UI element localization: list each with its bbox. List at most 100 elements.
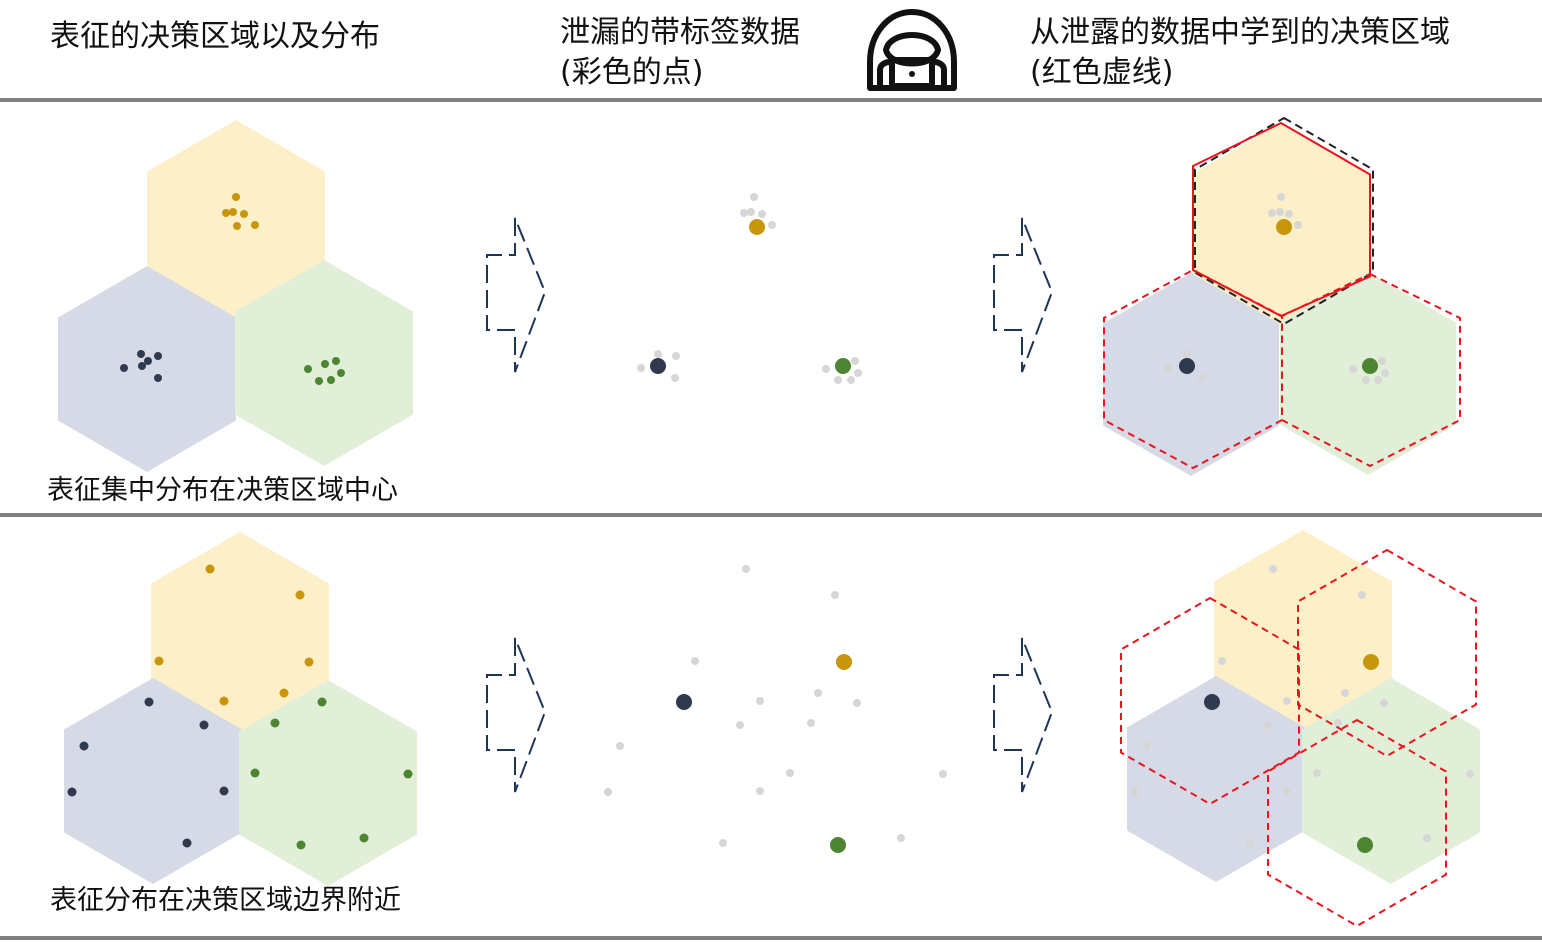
- yellow-labeled-point: [1276, 219, 1292, 235]
- unlabeled-point: [1466, 770, 1474, 778]
- unlabeled-point: [1349, 365, 1357, 373]
- unlabeled-point: [1358, 591, 1366, 599]
- header-learned-regions: 从泄露的数据中学到的决策区域: [1030, 15, 1450, 50]
- blue-point: [182, 838, 192, 848]
- hexagon-blue: [1103, 273, 1279, 476]
- green-point: [403, 769, 413, 779]
- row2-boundary-points: [67, 564, 413, 850]
- header-decision-regions: 表征的决策区域以及分布: [50, 19, 380, 54]
- yellow-labeled-point: [749, 219, 765, 235]
- unlabeled-point: [604, 788, 612, 796]
- hexagon-blue: [58, 266, 236, 472]
- blue-point: [67, 787, 77, 797]
- unlabeled-point: [1381, 369, 1389, 377]
- green-point: [327, 376, 335, 384]
- unlabeled-point: [853, 699, 861, 707]
- unlabeled-point: [786, 769, 794, 777]
- blue-point: [219, 786, 229, 796]
- unlabeled-point: [768, 221, 776, 229]
- green-point: [296, 840, 306, 850]
- header-learned-regions-note: (红色虚线): [1030, 55, 1174, 90]
- unlabeled-point: [654, 350, 662, 358]
- row-divider: [0, 513, 1542, 517]
- unlabeled-point: [1276, 208, 1284, 216]
- unlabeled-point: [758, 210, 766, 218]
- blue-point: [79, 741, 89, 751]
- unlabeled-point: [1334, 719, 1342, 727]
- hexagon-green: [1302, 678, 1480, 884]
- unlabeled-point: [756, 787, 764, 795]
- unlabeled-point: [756, 697, 764, 705]
- blue-labeled-point: [650, 358, 666, 374]
- row1-cluster-points: [120, 193, 345, 385]
- unlabeled-point: [939, 770, 947, 778]
- hexagon-green: [239, 680, 417, 886]
- unlabeled-point: [1313, 769, 1321, 777]
- green-point: [359, 833, 369, 843]
- blue-point: [138, 362, 146, 370]
- unlabeled-point: [1285, 210, 1293, 218]
- unlabeled-point: [1423, 834, 1431, 842]
- unlabeled-point: [1380, 699, 1388, 707]
- unlabeled-point: [671, 374, 679, 382]
- unlabeled-point: [807, 719, 815, 727]
- bottom-divider: [0, 936, 1542, 940]
- yellow-point: [229, 208, 237, 216]
- hexagon-yellow: [151, 532, 329, 738]
- blue-point: [154, 352, 162, 360]
- unlabeled-point: [672, 352, 680, 360]
- unlabeled-point: [1378, 357, 1386, 365]
- unlabeled-point: [1218, 657, 1226, 665]
- hexagon-blue: [1127, 676, 1305, 882]
- unlabeled-point: [831, 591, 839, 599]
- green-point: [315, 377, 323, 385]
- green-labeled-point: [1362, 358, 1378, 374]
- green-point: [337, 369, 345, 377]
- green-labeled-point: [1357, 837, 1373, 853]
- dashed-arrow-right-icon: [993, 217, 1053, 373]
- blue-point: [144, 357, 152, 365]
- green-labeled-point: [830, 837, 846, 853]
- blue-point: [137, 350, 145, 358]
- blue-labeled-point: [676, 694, 692, 710]
- unlabeled-point: [814, 689, 822, 697]
- yellow-point: [304, 657, 314, 667]
- unlabeled-point: [851, 357, 859, 365]
- caption-boundary-distribution: 表征分布在决策区域边界附近: [50, 885, 401, 916]
- green-point: [332, 357, 340, 365]
- unlabeled-point: [691, 657, 699, 665]
- yellow-point: [279, 688, 289, 698]
- unlabeled-point: [1283, 697, 1291, 705]
- green-labeled-point: [835, 358, 851, 374]
- unlabeled-point: [1198, 374, 1206, 382]
- unlabeled-point: [1268, 209, 1276, 217]
- blue-point: [120, 364, 128, 372]
- blue-labeled-point: [1204, 694, 1220, 710]
- unlabeled-point: [1294, 221, 1302, 229]
- unlabeled-point: [616, 742, 624, 750]
- dashed-arrow-right-icon: [993, 637, 1053, 793]
- blue-point: [144, 697, 154, 707]
- unlabeled-point: [1143, 742, 1151, 750]
- unlabeled-point: [854, 369, 862, 377]
- unlabeled-point: [822, 365, 830, 373]
- green-point: [250, 768, 260, 778]
- row2-left-hexagons: [64, 532, 417, 886]
- yellow-point: [251, 221, 259, 229]
- unlabeled-point: [1283, 787, 1291, 795]
- unlabeled-point: [736, 721, 744, 729]
- unlabeled-point: [637, 364, 645, 372]
- row1-leaked-points: [637, 193, 862, 384]
- blue-point: [199, 720, 209, 730]
- header-leaked-data: 泄漏的带标签数据: [560, 15, 800, 50]
- unlabeled-point: [1183, 350, 1191, 358]
- unlabeled-point: [719, 839, 727, 847]
- row1-learned-points: [1164, 193, 1389, 384]
- yellow-point: [295, 590, 305, 600]
- row2-learned-points: [1131, 565, 1474, 853]
- unlabeled-point: [740, 209, 748, 217]
- yellow-labeled-point: [1363, 654, 1379, 670]
- green-point: [304, 365, 312, 373]
- unlabeled-point: [1246, 839, 1254, 847]
